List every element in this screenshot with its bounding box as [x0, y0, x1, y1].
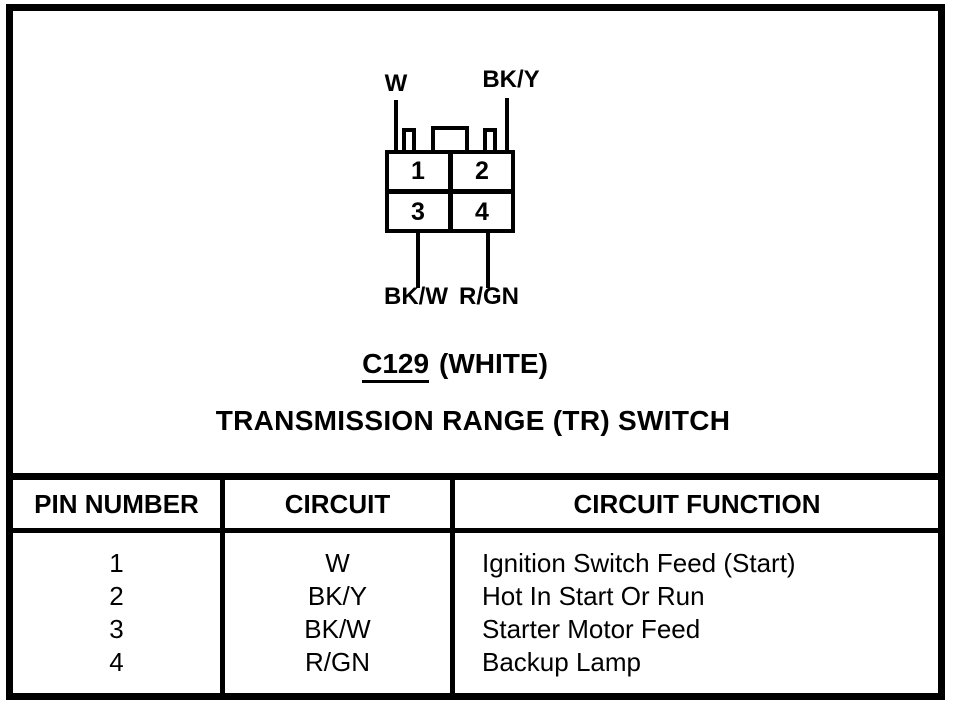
- header-circuit: CIRCUIT: [284, 488, 391, 519]
- pin-cell-2: 2: [475, 156, 489, 185]
- header-circuit-function: CIRCUIT FUNCTION: [573, 488, 821, 519]
- wire-w: [394, 100, 398, 152]
- wire-rgn: [486, 231, 490, 288]
- pin-number-cell: 4: [109, 647, 124, 677]
- pin-cell-1: 1: [411, 156, 425, 185]
- connector-color: (WHITE): [439, 348, 548, 379]
- circuit-function-cell: Starter Motor Feed: [482, 614, 701, 644]
- wire-label-bky: BK/Y: [482, 66, 540, 93]
- connector-tab-right: [483, 128, 497, 152]
- pin-cell-3: 3: [411, 197, 425, 226]
- pin-number-cell: 3: [109, 614, 124, 644]
- connector-tab-left: [402, 128, 416, 152]
- wire-bky: [505, 98, 509, 152]
- pin-number-column: 1 2 3 4: [13, 547, 220, 679]
- outer-border: [6, 4, 945, 700]
- wire-bkw: [416, 231, 420, 288]
- circuit-function-cell: Backup Lamp: [482, 647, 641, 677]
- connector-caption: C129 (WHITE): [305, 348, 605, 383]
- header-pin-number: PIN NUMBER: [34, 488, 199, 519]
- connector-tab-middle: [431, 126, 469, 152]
- connector-id: C129: [362, 348, 430, 383]
- table-header-underline: [6, 528, 945, 533]
- pin-cell-4: 4: [475, 197, 489, 226]
- circuit-function-cell: Hot In Start Or Run: [482, 581, 705, 611]
- diagram-title: TRANSMISSION RANGE (TR) SWITCH: [215, 405, 731, 436]
- circuit-cell: BK/Y: [307, 581, 368, 611]
- circuit-function-cell: Ignition Switch Feed (Start): [482, 548, 796, 578]
- connector-cavity-divider-horizontal: [385, 189, 515, 194]
- table-column-divider-1: [220, 480, 225, 694]
- wire-label-w: W: [384, 70, 408, 97]
- circuit-column: W BK/Y BK/W R/GN: [225, 547, 450, 679]
- circuit-function-column: Ignition Switch Feed (Start) Hot In Star…: [482, 547, 932, 679]
- section-divider: [6, 473, 945, 480]
- circuit-cell: BK/W: [304, 614, 371, 644]
- pin-number-cell: 2: [109, 581, 124, 611]
- table-column-divider-2: [450, 480, 455, 694]
- wire-label-bkw: BK/W: [384, 283, 448, 310]
- pin-number-cell: 1: [109, 548, 124, 578]
- circuit-cell: W: [325, 548, 350, 578]
- wire-label-rgn: R/GN: [459, 283, 519, 310]
- circuit-cell: R/GN: [305, 647, 370, 677]
